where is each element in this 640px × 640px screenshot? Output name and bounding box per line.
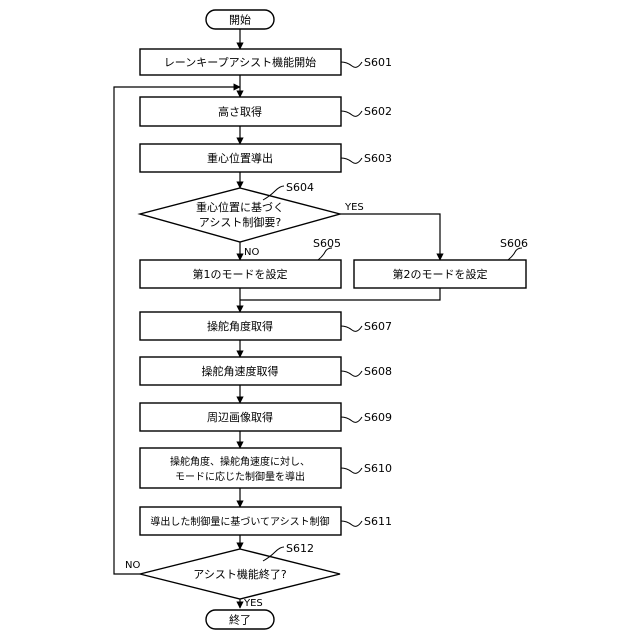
step-s610: 操舵角度、操舵角速度に対し、 モードに応じた制御量を導出 S610: [140, 448, 392, 488]
step-s608-label: 操舵角速度取得: [202, 364, 279, 378]
step-s606: 第2のモードを設定 S606: [354, 237, 528, 288]
step-s603-label: 重心位置導出: [207, 151, 273, 165]
start-terminal: 開始: [206, 10, 274, 29]
step-s609-label: 周辺画像取得: [207, 411, 273, 424]
decision-s604-id: S604: [286, 181, 314, 194]
step-s601-id: S601: [364, 56, 392, 69]
step-s609: 周辺画像取得 S609: [140, 403, 392, 431]
step-s610-line1: 操舵角度、操舵角速度に対し、: [170, 455, 310, 468]
step-s608-id: S608: [364, 365, 392, 378]
step-s609-id: S609: [364, 411, 392, 424]
step-s605-id: S605: [313, 237, 341, 250]
decision-s604-yes: YES: [344, 202, 364, 213]
decision-s604-line2: アシスト制御要?: [199, 215, 282, 229]
step-s602: 高さ取得 S602: [140, 97, 392, 126]
decision-s612-id: S612: [286, 542, 314, 555]
decision-s612: アシスト機能終了? S612 NO YES: [125, 542, 340, 609]
end-label: 終了: [229, 613, 251, 627]
step-s603-id: S603: [364, 152, 392, 165]
step-s611-label: 導出した制御量に基づいてアシスト制御: [150, 515, 329, 528]
step-s607: 操舵角度取得 S607: [140, 312, 392, 340]
step-s611-id: S611: [364, 515, 392, 528]
decision-s612-yes: YES: [243, 598, 263, 609]
step-s602-id: S602: [364, 105, 392, 118]
step-s607-label: 操舵角度取得: [207, 319, 273, 333]
step-s603: 重心位置導出 S603: [140, 144, 392, 172]
step-s607-id: S607: [364, 320, 392, 333]
decision-s604-no: NO: [244, 247, 259, 258]
step-s605-label: 第1のモードを設定: [193, 267, 288, 281]
step-s601: レーンキープアシスト機能開始 S601: [140, 49, 392, 75]
step-s606-label: 第2のモードを設定: [393, 267, 488, 281]
step-s610-line2: モードに応じた制御量を導出: [175, 470, 305, 483]
start-label: 開始: [229, 13, 251, 27]
step-s606-id: S606: [500, 237, 528, 250]
decision-s604-line1: 重心位置に基づく: [196, 200, 284, 214]
step-s602-label: 高さ取得: [218, 105, 262, 119]
decision-s612-no: NO: [125, 560, 140, 571]
step-s611: 導出した制御量に基づいてアシスト制御 S611: [140, 507, 392, 535]
decision-s612-label: アシスト機能終了?: [193, 567, 287, 581]
end-terminal: 終了: [206, 610, 274, 629]
step-s610-id: S610: [364, 462, 392, 475]
step-s601-label: レーンキープアシスト機能開始: [164, 55, 316, 69]
step-s608: 操舵角速度取得 S608: [140, 357, 392, 385]
